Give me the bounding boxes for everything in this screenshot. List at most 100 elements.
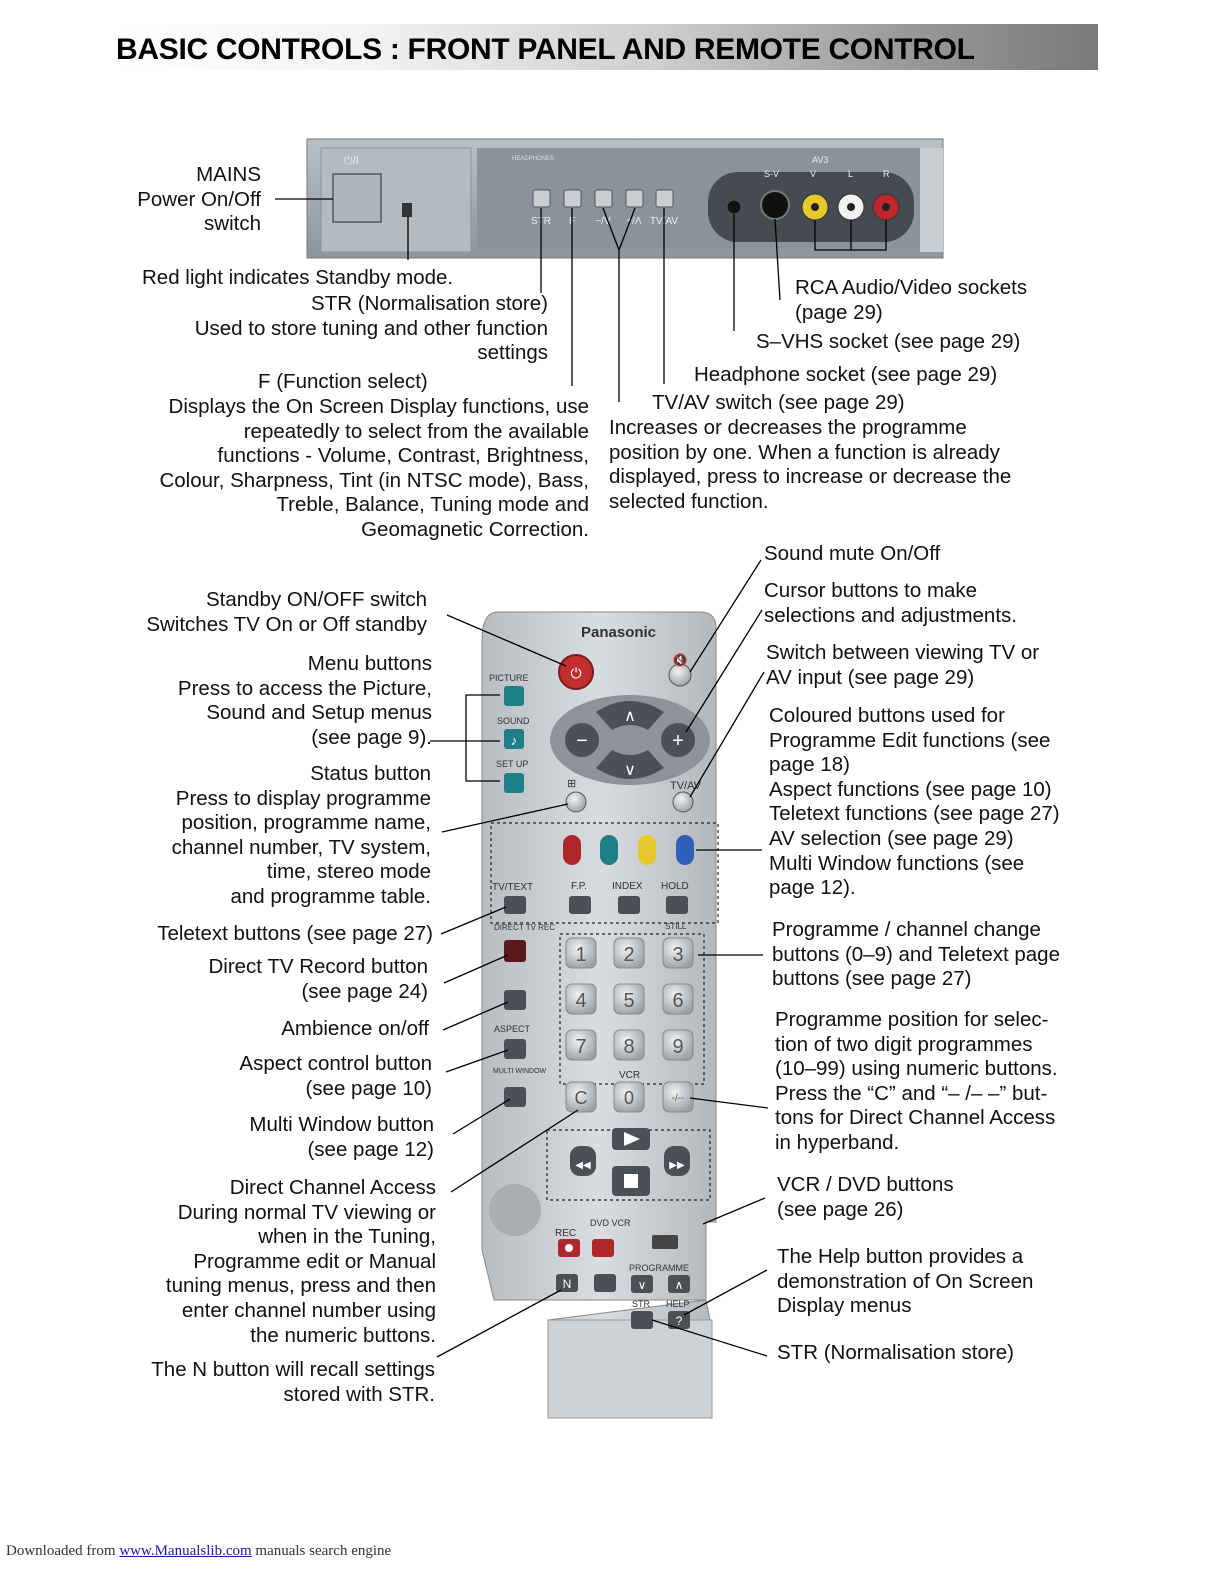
help-desc: The Help button provides a demonstration…: [777, 1245, 1034, 1318]
tvtext-label: TV/TEXT: [492, 882, 533, 893]
svg-text:∨: ∨: [624, 762, 636, 779]
help-button[interactable]: [668, 1311, 690, 1329]
direct-rec-label: Direct TV Record button (see page 24): [208, 955, 428, 1003]
dvd-vcr-switch[interactable]: [652, 1235, 678, 1249]
panel-button-0[interactable]: [532, 189, 551, 208]
digit-label-4: 4: [575, 990, 586, 1012]
cursor-up-button[interactable]: [596, 701, 664, 730]
index-button[interactable]: [618, 896, 640, 914]
mute-icon: 🔇: [673, 653, 688, 667]
n-button-label: The N button will recall settings stored…: [151, 1358, 435, 1406]
pause-button[interactable]: [594, 1274, 616, 1292]
setup-button[interactable]: [504, 773, 524, 793]
digit-button-9[interactable]: [662, 1029, 694, 1061]
fp-button[interactable]: [569, 896, 591, 914]
tvav-button[interactable]: [672, 791, 694, 813]
updown-description: Increases or decreases the programme pos…: [609, 416, 1012, 513]
svg-text:∧: ∧: [624, 708, 636, 725]
panel-button-4[interactable]: [655, 189, 674, 208]
digit-button-1[interactable]: [565, 937, 597, 969]
zero-label: 0: [624, 1088, 634, 1108]
str-panel-label: STR (Normalisation store) Used to store …: [194, 292, 548, 365]
programme-down-button[interactable]: [631, 1275, 653, 1293]
svg-text:⏻: ⏻: [570, 665, 581, 681]
digit-button-5[interactable]: [613, 983, 645, 1015]
digit-button-3[interactable]: [662, 937, 694, 969]
picture-button[interactable]: [504, 686, 524, 706]
ambience-button[interactable]: [504, 990, 526, 1010]
teal-button[interactable]: [600, 835, 618, 865]
blue-button[interactable]: [676, 835, 694, 865]
rewind-button[interactable]: [570, 1146, 596, 1176]
yellow-button[interactable]: [638, 835, 656, 865]
hold-button[interactable]: [666, 896, 688, 914]
panel-button-label-2: −/V: [595, 216, 611, 227]
multi-window-button[interactable]: [504, 1087, 526, 1107]
n-label: N: [563, 1277, 572, 1291]
digit-button-2[interactable]: [613, 937, 645, 969]
str-button[interactable]: [631, 1311, 653, 1329]
index-label: INDEX: [612, 881, 643, 892]
remote-leader-lines: [430, 559, 769, 1358]
remote-control: Panasonic ⏻ 🔇 PICTURE SOUND ♪ SET UP ∧ ∨…: [481, 611, 719, 1419]
direct-tv-rec-button[interactable]: [504, 940, 526, 962]
headphones-mark: HEADPHONES: [512, 156, 554, 162]
menu-label: Menu buttons Press to access the Picture…: [177, 652, 432, 749]
tvav-label: TV/AV: [670, 780, 702, 792]
front-leader-lines: [275, 198, 887, 402]
f-select-label: F (Function select): [258, 370, 428, 393]
digit-button-6[interactable]: [662, 983, 694, 1015]
aspect-button[interactable]: [504, 1039, 526, 1059]
digit-button-4[interactable]: [565, 983, 597, 1015]
digit-button-8[interactable]: [613, 1029, 645, 1061]
teletext-label: Teletext buttons (see page 27): [157, 922, 433, 945]
power-symbol: ⏻/I: [344, 155, 359, 167]
svg-text:▶▶: ▶▶: [669, 1160, 685, 1171]
str-remote-label: STR (Normalisation store): [777, 1341, 1014, 1364]
standby-button[interactable]: [558, 654, 594, 690]
programme-up-button[interactable]: [668, 1275, 690, 1293]
digit-button-7[interactable]: [565, 1029, 597, 1061]
digit-label-7: 7: [575, 1036, 586, 1058]
digit-label-9: 9: [672, 1036, 683, 1058]
headphone-socket[interactable]: [726, 199, 742, 215]
svg-text:−: −: [576, 730, 588, 752]
fp-label: F.P.: [571, 881, 587, 892]
svhs-socket[interactable]: [760, 190, 790, 220]
n-button[interactable]: [556, 1274, 578, 1292]
panel-button-2[interactable]: [594, 189, 613, 208]
dash-button[interactable]: [662, 1081, 694, 1113]
c-button[interactable]: [565, 1081, 597, 1113]
panel-button-3[interactable]: [625, 189, 644, 208]
help-icon: ?: [676, 1314, 683, 1328]
svg-text:∨: ∨: [638, 1278, 647, 1292]
cursor-left-button[interactable]: [565, 723, 599, 757]
page-header: BASIC CONTROLS : FRONT PANEL AND REMOTE …: [112, 24, 1098, 70]
socket-label-sv: S-V: [764, 169, 779, 179]
multi-window-desc: Multi Window button (see page 12): [249, 1113, 434, 1161]
footer-link[interactable]: www.Manualslib.com: [119, 1543, 252, 1559]
status-button[interactable]: [565, 791, 587, 813]
f-description: Displays the On Screen Display functions…: [159, 395, 589, 541]
sound-button[interactable]: [504, 729, 524, 749]
cursor-down-button[interactable]: [596, 750, 664, 779]
zero-button[interactable]: [613, 1081, 645, 1113]
rca-label: RCA Audio/Video sockets (page 29): [795, 276, 1028, 324]
ffwd-button[interactable]: [664, 1146, 690, 1176]
red-button[interactable]: [563, 835, 581, 865]
mains-switch[interactable]: [332, 173, 382, 223]
cursor-pad: [550, 695, 710, 785]
mute-button[interactable]: [668, 663, 692, 687]
svg-text:◀◀: ◀◀: [575, 1160, 591, 1171]
panel-button-1[interactable]: [563, 189, 582, 208]
vcr-power-button[interactable]: [592, 1239, 614, 1257]
vcr-label: VCR: [619, 1070, 640, 1081]
headphone-label: Headphone socket (see page 29): [694, 363, 998, 386]
tvtext-button[interactable]: [504, 896, 526, 914]
ambience-label: Ambience on/off: [281, 1017, 429, 1040]
dash-label: -/--: [672, 1093, 685, 1104]
rec-label: REC: [555, 1228, 576, 1239]
svg-text:⊞: ⊞: [567, 778, 576, 790]
svhs-label: S–VHS socket (see page 29): [756, 330, 1021, 353]
